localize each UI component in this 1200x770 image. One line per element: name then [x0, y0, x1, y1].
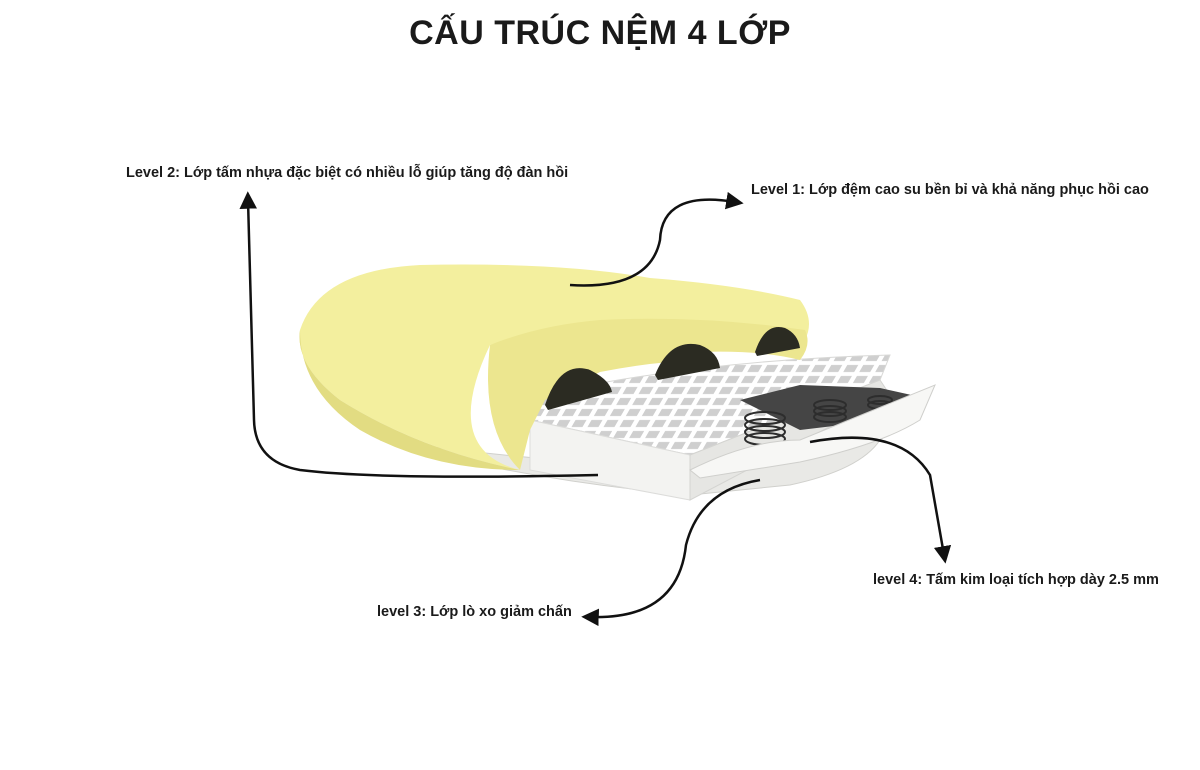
arrow-level3 [581, 478, 761, 627]
foam-holes [545, 327, 800, 410]
label-level-2: Level 2: Lớp tấm nhựa đặc biệt có nhiều … [126, 165, 569, 181]
foam-shadow [299, 330, 520, 470]
arrow-level2 [239, 191, 599, 478]
foam-cut-face [488, 318, 808, 470]
arrow-level1 [569, 191, 744, 287]
label-level-3: level 3: Lớp lò xo giảm chấn [377, 604, 572, 620]
diagram-title: CẤU TRÚC NỆM 4 LỚP [409, 14, 791, 52]
arrow-level4 [809, 436, 952, 564]
foam-top [299, 264, 809, 470]
label-level-4: level 4: Tấm kim loại tích hợp dày 2.5 m… [873, 572, 1159, 588]
label-level-1: Level 1: Lớp đệm cao su bền bỉ và khả nă… [751, 182, 1149, 198]
spring-base-plate [689, 384, 936, 479]
